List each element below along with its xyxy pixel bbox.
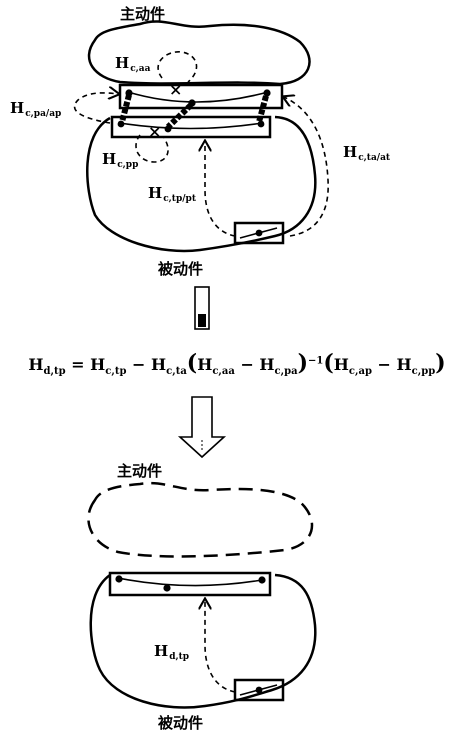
formula-lhs: H: [28, 355, 44, 374]
symbol-c-ta-at: Hc,ta/at: [343, 143, 390, 163]
formula-minus1: −: [126, 355, 151, 374]
connector-middle: [165, 102, 194, 130]
symbol-c-tp-pt-sub: c,tp/pt: [163, 194, 196, 204]
formula-t5-sub: c,ap: [348, 366, 372, 377]
symbol-d-tp-H: H: [154, 642, 169, 660]
formula-close1: ): [297, 350, 309, 376]
formula-t3: H: [197, 355, 213, 374]
follower-body-top: [86, 115, 317, 253]
driver-label-bottom: 主动件: [117, 462, 163, 480]
follower-contact-rect-bottom: [108, 571, 272, 597]
arrow-ta-at: [284, 97, 329, 237]
symbol-d-tp-sub: d,tp: [169, 652, 190, 662]
formula-t2-sub: c,ta: [166, 366, 187, 377]
formula-t1: H: [90, 355, 106, 374]
symbol-c-tp-pt: Hc,tp/pt: [148, 184, 196, 204]
connector-right: [256, 95, 269, 123]
indicator-tube: [194, 286, 210, 330]
arrow-pa-ap: [73, 93, 118, 124]
bottom-point-1: [115, 575, 123, 583]
driver-contact-curve: [127, 91, 269, 103]
cross-mark-top: ×: [169, 80, 182, 99]
formula-minus2: −: [234, 355, 260, 374]
follower-label-bottom: 被动件: [158, 714, 204, 732]
formula-t3-sub: c,aa: [212, 366, 235, 377]
formula-t2: H: [151, 355, 167, 374]
arrow-tp-pt: [205, 142, 236, 237]
symbol-c-pa-ap-H: H: [10, 99, 25, 117]
formula-t1-sub: c,tp: [105, 366, 127, 377]
follower-contact-curve: [119, 122, 263, 130]
formula: Hd,tp = Hc,tp − Hc,ta(Hc,aa − Hc,pa)−1(H…: [0, 350, 474, 377]
formula-open2: (: [323, 350, 334, 376]
arrow-d-tp: [205, 600, 236, 693]
follower-contact-curve-bottom: [117, 577, 263, 587]
target-rect-top: [233, 221, 285, 245]
symbol-d-tp: Hd,tp: [154, 642, 189, 662]
connector-left: [119, 94, 132, 123]
symbol-c-pp-sub: c,pp: [117, 160, 139, 170]
follower-contact-rect: [110, 115, 272, 139]
loop-pp: [135, 134, 169, 163]
target-point-bottom: [255, 686, 263, 694]
symbol-c-ta-at-H: H: [343, 143, 358, 161]
symbol-c-pa-ap: Hc,pa/ap: [10, 99, 61, 119]
loop-aa: [157, 51, 198, 83]
follower-body-bottom: [89, 573, 317, 709]
follower-point-3: [257, 120, 265, 128]
driver-body-bottom: [87, 481, 314, 558]
symbol-c-ta-at-sub: c,ta/at: [358, 153, 391, 163]
target-point-top: [255, 229, 263, 237]
symbol-c-pp: Hc,pp: [102, 150, 138, 170]
symbol-c-pp-H: H: [102, 150, 117, 168]
formula-close2: ): [435, 350, 446, 376]
bottom-point-2: [163, 584, 171, 592]
formula-exp: −1: [308, 355, 324, 367]
formula-lhs-sub: d,tp: [43, 366, 66, 377]
formula-t4: H: [259, 355, 275, 374]
formula-open1: (: [186, 350, 198, 376]
bottom-point-3: [258, 576, 266, 584]
symbol-c-aa-sub: c,aa: [130, 64, 151, 74]
target-rect-bottom: [233, 678, 285, 702]
follower-point-1: [117, 120, 125, 128]
down-arrow: [177, 396, 227, 459]
formula-t6: H: [396, 355, 412, 374]
indicator-fill: [198, 314, 206, 327]
symbol-c-tp-pt-H: H: [148, 184, 163, 202]
driver-body-top: [87, 20, 311, 86]
symbol-c-aa-H: H: [115, 54, 130, 72]
formula-t4-sub: c,pa: [274, 366, 298, 377]
formula-eq: =: [65, 355, 91, 374]
symbol-c-pa-ap-sub: c,pa/ap: [25, 109, 62, 119]
formula-minus3: −: [371, 355, 397, 374]
cross-mark-bottom: ×: [148, 122, 161, 141]
formula-t6-sub: c,pp: [411, 366, 436, 377]
driver-point-3: [263, 89, 271, 97]
follower-label-top: 被动件: [158, 260, 204, 278]
driver-label-top: 主动件: [120, 5, 166, 23]
symbol-c-aa: Hc,aa: [115, 54, 150, 74]
formula-t5: H: [333, 355, 349, 374]
